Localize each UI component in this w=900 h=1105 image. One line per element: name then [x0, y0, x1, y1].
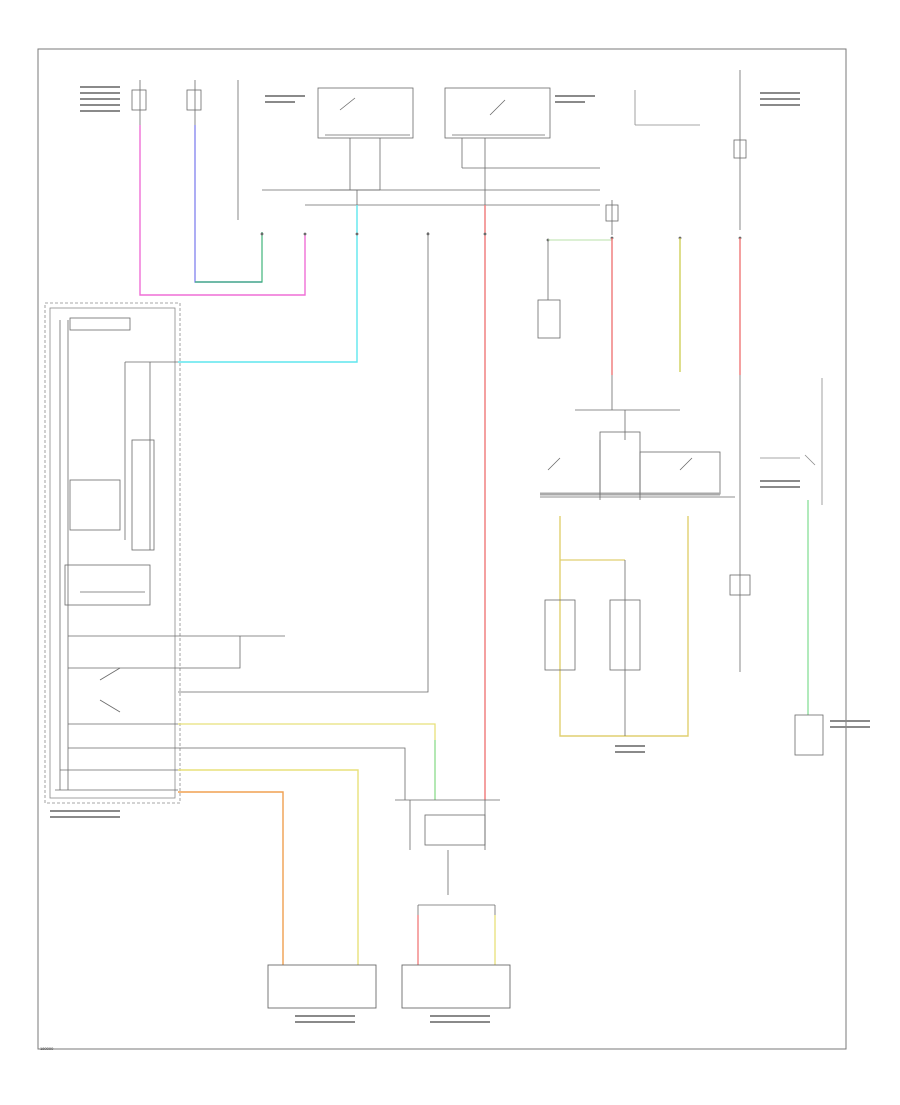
component-box-left: [537, 299, 561, 339]
connector-row: [260, 232, 742, 242]
wire-orange: [178, 791, 284, 965]
component-box-right: [794, 714, 824, 756]
wire-blue: [194, 125, 262, 283]
door-switch-module: [395, 799, 500, 960]
instrument-cluster: [44, 302, 181, 804]
diagram-frame: [37, 48, 847, 1050]
fuse-block-top-left: [131, 80, 239, 220]
switch-box-top-1: [317, 87, 414, 205]
wire-cyan: [178, 205, 358, 363]
switch-inner-left: [544, 599, 576, 671]
wire-gold-loop: [559, 516, 689, 737]
switch-box-top-2: [444, 87, 600, 205]
wire-grey-2: [178, 747, 406, 800]
wire-pink: [139, 125, 306, 296]
diagram-id-label: 180000: [40, 1046, 54, 1051]
switch-box-right: [729, 574, 751, 596]
label-marks: [50, 86, 870, 1023]
relay-block: [540, 409, 735, 500]
wire-yellow-1: [178, 723, 436, 800]
wire-grey-cluster: [178, 232, 429, 693]
motor-box-left: [267, 964, 377, 1009]
bracket-right: [760, 378, 823, 505]
wire-green: [195, 232, 263, 283]
dashed-box-top-right: [634, 90, 700, 126]
wire-yellow-2: [178, 769, 359, 965]
switch-inner-right: [609, 599, 641, 671]
motor-box-right: [401, 964, 511, 1009]
power-feed-right: [733, 70, 747, 230]
fuse-middle: [605, 200, 619, 235]
wire-grey-loop: [178, 636, 241, 669]
